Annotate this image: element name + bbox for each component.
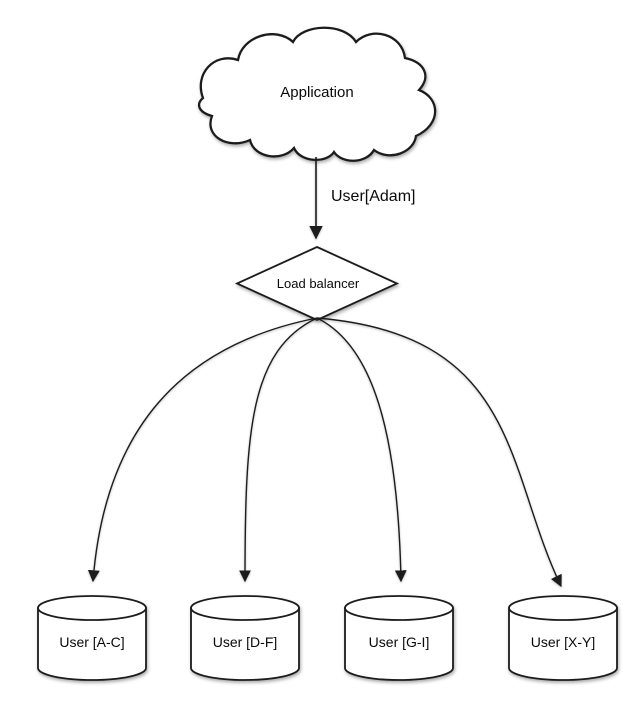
database-node-g-i: User [G-I] <box>344 595 454 681</box>
database-node-d-f: User [D-F] <box>190 595 300 681</box>
application-label: Application <box>280 84 353 101</box>
cloud-shape <box>197 26 437 162</box>
edge-to-db-g-i <box>316 317 407 583</box>
edge-to-db-a-c <box>87 317 318 583</box>
database-node-x-y: User [X-Y] <box>508 595 618 681</box>
database-label: User [G-I] <box>369 634 430 650</box>
cylinder-top <box>344 595 454 621</box>
cylinder-top <box>508 595 618 621</box>
load-balancer-label: Load balancer <box>277 276 360 291</box>
cylinder-body <box>37 607 147 681</box>
cylinder-body <box>508 607 618 681</box>
edge-to-db-d-f <box>239 317 318 583</box>
cylinder-top <box>37 595 147 621</box>
database-label: User [D-F] <box>213 634 278 650</box>
edge-to-db-x-y <box>316 317 562 588</box>
cylinder-body <box>344 607 454 681</box>
cylinder-body <box>190 607 300 681</box>
application-node: Application <box>197 26 437 162</box>
request-label: User[Adam] <box>331 188 415 205</box>
load-balancer-node: Load balancer <box>234 246 400 321</box>
shard-edges <box>87 317 562 588</box>
database-label: User [X-Y] <box>531 634 596 650</box>
database-node-a-c: User [A-C] <box>37 595 147 681</box>
load-balancer-shape <box>234 246 400 321</box>
database-label: User [A-C] <box>59 634 124 650</box>
cylinder-top <box>190 595 300 621</box>
